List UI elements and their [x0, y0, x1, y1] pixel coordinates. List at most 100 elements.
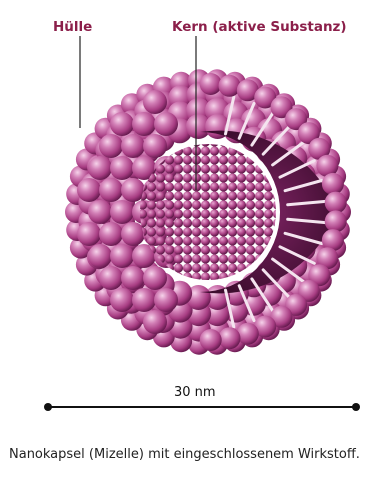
core-bead — [210, 182, 219, 191]
core-bead — [201, 245, 210, 254]
core-bead — [210, 236, 219, 245]
core-bead — [147, 200, 156, 209]
core-bead — [156, 191, 165, 200]
core-bead — [255, 236, 264, 245]
core-bead — [264, 236, 273, 245]
core-bead — [174, 272, 183, 281]
core-bead — [147, 236, 156, 245]
core-bead — [246, 200, 255, 209]
shell-bead — [110, 156, 134, 180]
shell-label: Hülle — [53, 19, 92, 35]
rim-bead — [219, 75, 241, 97]
core-bead — [201, 137, 210, 146]
core-bead — [156, 245, 165, 254]
core-bead — [192, 227, 201, 236]
core-bead — [201, 191, 210, 200]
shell-bead — [88, 244, 112, 268]
rim-bead — [200, 73, 222, 95]
core-bead — [183, 254, 192, 263]
core-bead — [255, 182, 264, 191]
core-bead — [165, 200, 174, 209]
core-bead — [165, 254, 174, 263]
core-bead — [201, 164, 210, 173]
core-bead — [174, 191, 183, 200]
shell-bead — [99, 134, 123, 158]
core-bead — [228, 254, 237, 263]
core-bead — [219, 227, 228, 236]
core-bead — [165, 236, 174, 245]
core-bead — [237, 209, 246, 218]
core-bead — [246, 263, 255, 272]
core-bead — [219, 200, 228, 209]
core-bead — [237, 200, 246, 209]
shell-bead — [99, 222, 123, 246]
core-bead — [264, 182, 273, 191]
core-bead — [192, 263, 201, 272]
core-bead — [156, 236, 165, 245]
core-bead — [201, 146, 210, 155]
core-bead — [201, 254, 210, 263]
core-bead — [201, 182, 210, 191]
core-bead — [201, 200, 210, 209]
core-bead — [165, 227, 174, 236]
core-bead — [147, 209, 156, 218]
core-bead — [228, 245, 237, 254]
shell-bead — [143, 134, 167, 158]
core-bead — [228, 146, 237, 155]
core-bead — [219, 236, 228, 245]
core-bead — [219, 182, 228, 191]
core-bead — [228, 227, 237, 236]
shell-bead — [143, 90, 167, 114]
core-bead — [201, 218, 210, 227]
shell-bead — [88, 156, 112, 180]
core-bead — [228, 209, 237, 218]
core-bead — [201, 263, 210, 272]
core-bead — [201, 236, 210, 245]
core-bead — [264, 191, 273, 200]
core-bead — [174, 236, 183, 245]
core-bead — [165, 191, 174, 200]
core-bead — [165, 263, 174, 272]
core-bead — [201, 155, 210, 164]
core-bead — [255, 227, 264, 236]
core-bead — [183, 164, 192, 173]
core-bead — [237, 191, 246, 200]
core-bead — [237, 263, 246, 272]
core-bead — [174, 200, 183, 209]
core-bead — [237, 173, 246, 182]
core-bead — [264, 209, 273, 218]
shell-bead — [110, 244, 134, 268]
core-bead — [210, 200, 219, 209]
core-bead — [219, 173, 228, 182]
core-bead — [183, 146, 192, 155]
core-bead — [228, 236, 237, 245]
core-bead — [201, 272, 210, 281]
core-bead — [237, 155, 246, 164]
core-bead — [228, 164, 237, 173]
rim-bead — [219, 327, 241, 349]
rim-bead — [200, 329, 222, 351]
core-bead — [219, 146, 228, 155]
core-bead — [192, 200, 201, 209]
core-bead — [210, 209, 219, 218]
core-bead — [255, 209, 264, 218]
core-bead — [255, 200, 264, 209]
core-bead — [210, 245, 219, 254]
core-bead — [165, 209, 174, 218]
core-bead — [228, 191, 237, 200]
core-bead — [228, 155, 237, 164]
shell-bead — [154, 288, 178, 312]
core-bead — [228, 173, 237, 182]
core-bead — [219, 218, 228, 227]
core-bead — [219, 137, 228, 146]
core-bead — [246, 245, 255, 254]
core-bead — [183, 272, 192, 281]
core-bead — [219, 191, 228, 200]
core-bead — [201, 173, 210, 182]
scale-label: 30 nm — [174, 385, 216, 400]
core-bead — [147, 218, 156, 227]
core-bead — [246, 164, 255, 173]
core-bead — [237, 164, 246, 173]
